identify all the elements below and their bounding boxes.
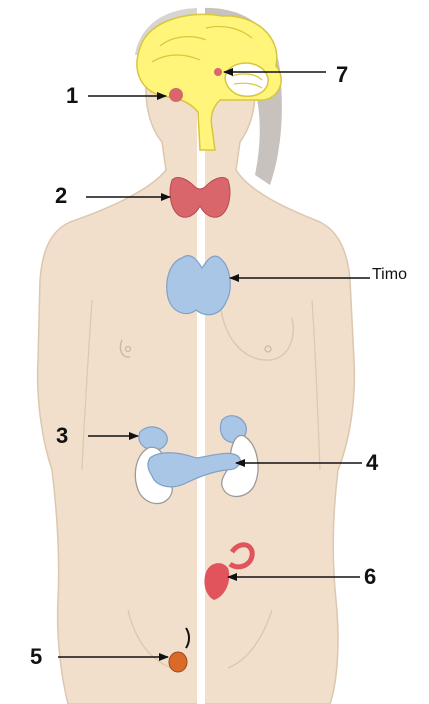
label-4-text: 4 [366, 450, 379, 475]
label-6-text: 6 [364, 564, 376, 589]
body-silhouette [38, 8, 355, 704]
label-thymus-text: Timo [372, 266, 407, 283]
left-adrenal-gland [139, 427, 167, 450]
label-3-text: 3 [56, 423, 68, 448]
pituitary-gland [169, 88, 183, 102]
thymus-gland [167, 256, 230, 315]
pineal-gland [214, 68, 222, 76]
label-7-text: 7 [336, 62, 348, 87]
label-2-text: 2 [55, 183, 67, 208]
torso [38, 25, 355, 704]
label-5-text: 5 [30, 644, 42, 669]
label-1-text: 1 [66, 83, 78, 108]
